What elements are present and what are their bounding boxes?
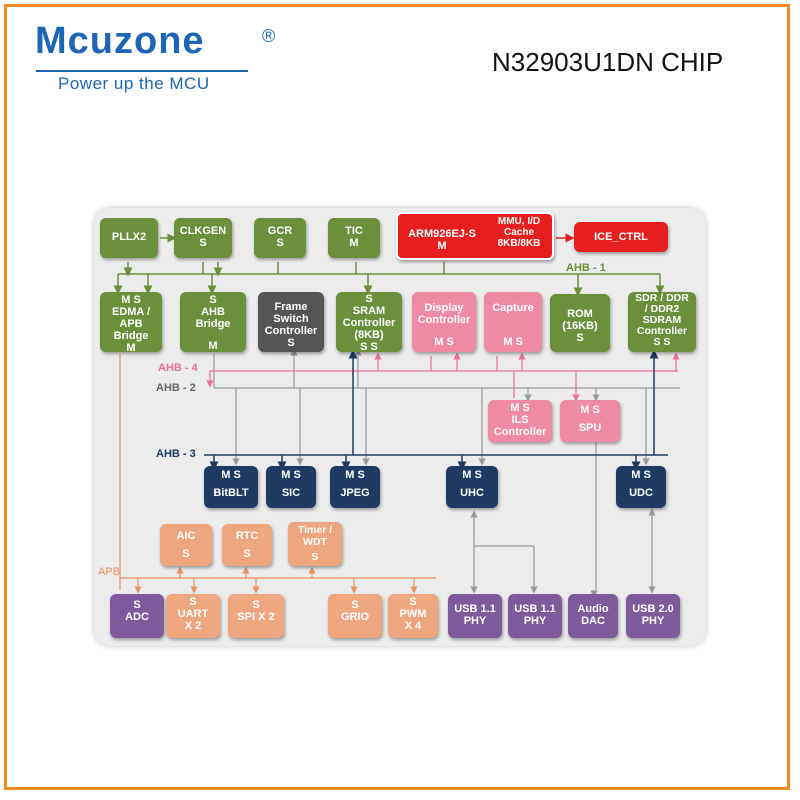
ahb4-label: AHB - 4 xyxy=(158,362,198,374)
rom-block: ROM(16KB)S xyxy=(550,294,610,352)
ahb1-bus xyxy=(113,233,665,297)
apb-label: APB xyxy=(98,566,121,578)
pllx2-block: PLLX2 xyxy=(100,218,158,258)
ahb2-label: AHB - 2 xyxy=(156,382,196,394)
ahb3-label: AHB - 3 xyxy=(156,448,196,460)
logo-underline xyxy=(36,70,248,72)
logo-tagline: Power up the MCU xyxy=(58,74,210,93)
ahb4-bus xyxy=(206,352,680,402)
ahb1-label: AHB - 1 xyxy=(566,262,606,274)
page-frame xyxy=(4,4,790,790)
mcuzone-logo: Mcuzone xyxy=(35,20,205,62)
ahb2-bus xyxy=(213,348,680,598)
registered-mark: ® xyxy=(262,26,276,46)
ice-ctrl-block: ICE_CTRL xyxy=(574,222,668,252)
apb-bus xyxy=(119,354,436,594)
ahb3-bus xyxy=(204,349,668,471)
chip-title: N32903U1DN CHIP xyxy=(492,47,724,77)
